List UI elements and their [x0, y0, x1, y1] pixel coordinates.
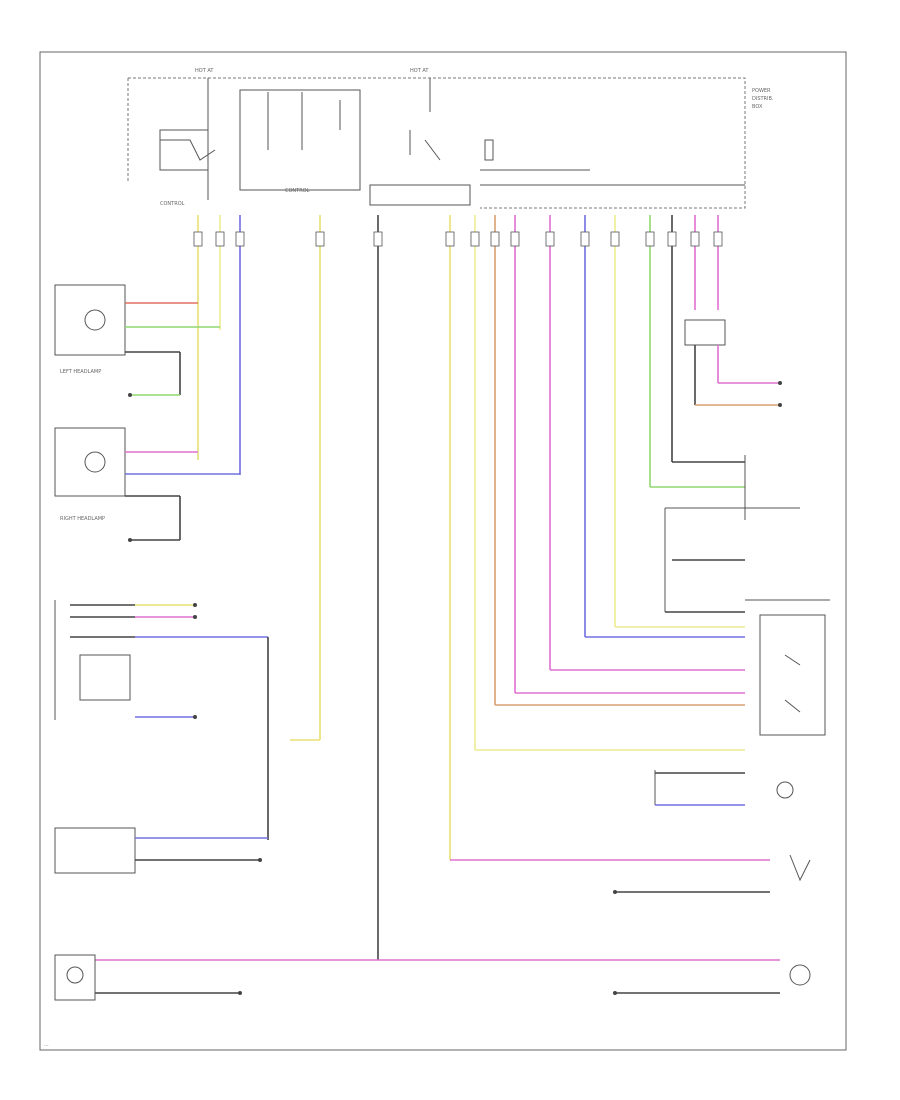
fuse-block [369, 78, 745, 206]
svg-text:HOT AT: HOT AT [410, 68, 429, 74]
svg-text:CONTROL: CONTROL [160, 201, 185, 207]
multifunction-switch [650, 455, 830, 612]
instrument-cluster-connector [684, 319, 782, 407]
lower-module [54, 827, 268, 874]
svg-text:CONTROL: CONTROL [285, 188, 310, 194]
tail-lamp-feeds [95, 854, 811, 995]
diagram-frame [39, 51, 847, 1051]
svg-text:HOT AT: HOT AT [195, 68, 214, 74]
stop-lamp-switch [54, 600, 269, 840]
left-headlamp: LEFT HEADLAMP [54, 284, 220, 397]
svg-text:BOX: BOX [752, 104, 763, 110]
svg-text:DISTRIB.: DISTRIB. [752, 96, 774, 102]
right-headlamp: RIGHT HEADLAMP [54, 427, 240, 542]
left-tail-lamp [789, 964, 811, 986]
connector-tags [193, 231, 723, 247]
lamp-output [654, 770, 794, 806]
vertical-wires [197, 215, 719, 960]
power-distribution-box: HOT AT HOT AT POWER DISTRIB. BOX [127, 68, 774, 209]
svg-text:LEFT HEADLAMP: LEFT HEADLAMP [60, 369, 101, 375]
right-tail-lamp [54, 954, 96, 1001]
relay-module: CONTROL CONTROL [159, 78, 361, 207]
svg-text:POWER: POWER [752, 88, 771, 94]
headlamp-switch-wires [475, 611, 826, 751]
footer-label: ... [44, 1042, 49, 1048]
svg-text:RIGHT HEADLAMP: RIGHT HEADLAMP [60, 516, 105, 522]
